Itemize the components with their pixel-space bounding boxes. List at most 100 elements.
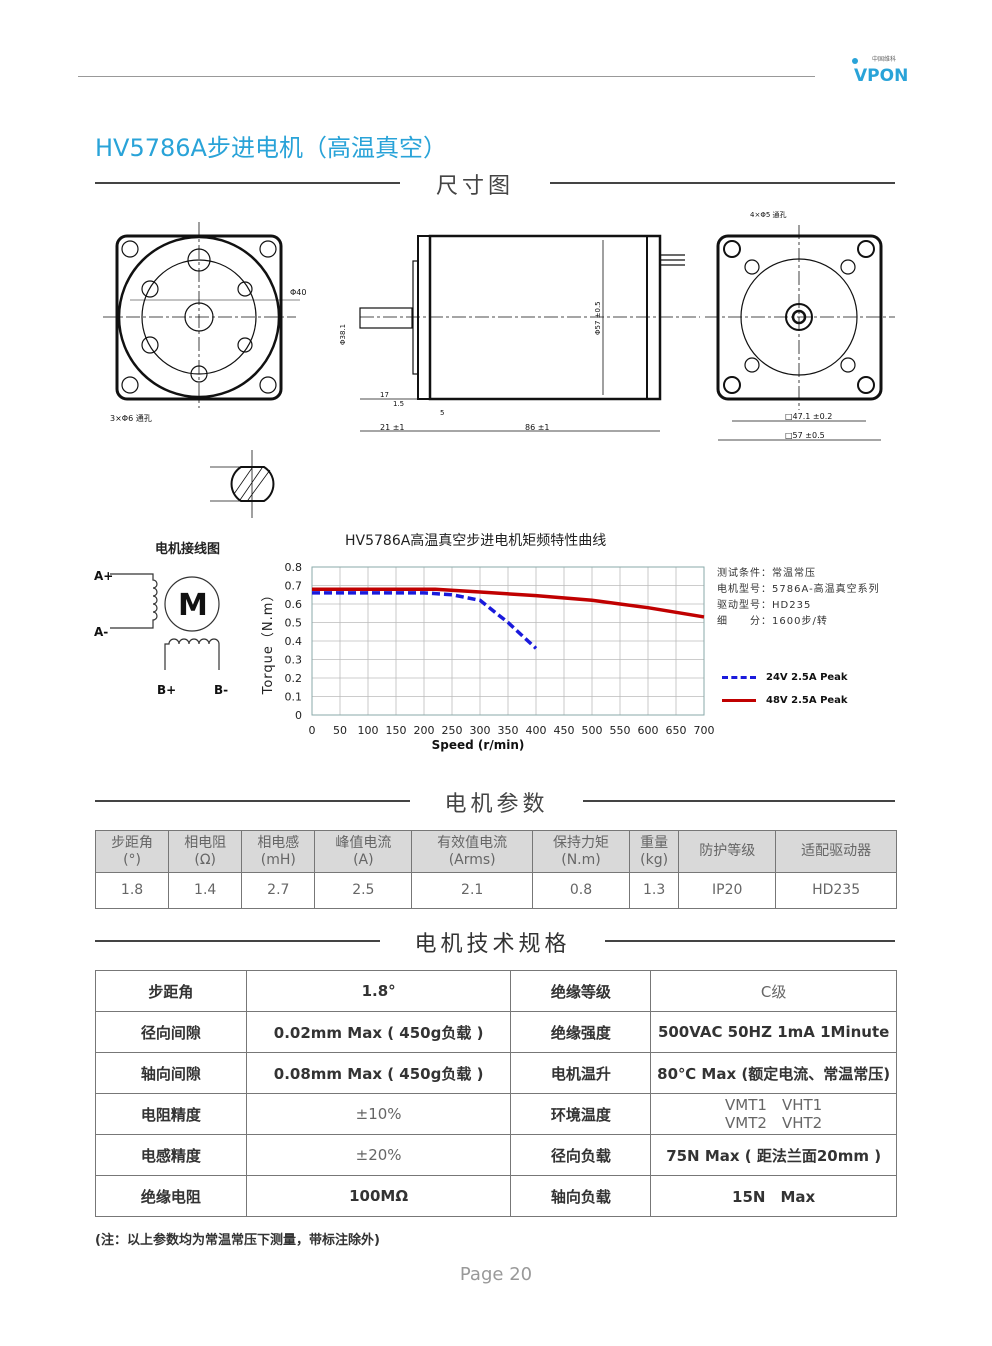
svg-text:17: 17 xyxy=(380,391,389,399)
wiring-title: 电机接线图 xyxy=(155,542,221,557)
page-number: Page 20 xyxy=(459,1264,533,1285)
table-header-cell: 峰值电流(A) xyxy=(314,830,413,873)
svg-text:B+: B+ xyxy=(157,683,176,697)
rear-view xyxy=(705,225,895,441)
table-cell: 电感精度 xyxy=(95,1134,247,1176)
table-cell: 0.8 xyxy=(532,872,630,909)
y-tick-label: 0.7 xyxy=(285,580,303,593)
section-title-specs: 电机技术规格 xyxy=(414,932,571,957)
legend-item-48v: 48V 2.5A Peak xyxy=(722,689,848,711)
table-cell: 1.4 xyxy=(168,872,243,909)
y-tick-label: 0.5 xyxy=(285,617,303,630)
table-cell: 0.02mm Max ( 450g负载 ) xyxy=(245,1011,512,1053)
legend-swatch xyxy=(722,675,756,679)
header-label: 适配驱动器 xyxy=(801,843,872,859)
svg-text:VPON: VPON xyxy=(854,66,908,86)
table-cell: 15N Max xyxy=(650,1175,897,1217)
divider xyxy=(95,940,380,942)
table-header-cell: 步距角(°) xyxy=(94,830,170,873)
table-header-row: 步距角(°)相电阻(Ω)相电感(mH)峰值电流(A)有效值电流(Arms)保持力… xyxy=(94,830,897,873)
table-cell: 轴向间隙 xyxy=(95,1052,247,1094)
x-tick-label: 100 xyxy=(358,724,379,737)
footnote: (注：以上参数均为常温常压下测量，带标注除外) xyxy=(95,1233,380,1248)
header-label: 防护等级 xyxy=(699,843,756,859)
table-cell: 步距角 xyxy=(95,970,247,1012)
x-tick-label: 700 xyxy=(694,724,715,737)
divider xyxy=(583,800,895,802)
dimension-drawing: Φ40 3×Φ6 通孔 17 1.5 5 21 ±1 86 ±1 Φ57 ±0.… xyxy=(103,210,895,518)
x-tick-label: 0 xyxy=(309,724,316,737)
header-unit: (A) xyxy=(353,851,374,868)
x-tick-label: 450 xyxy=(554,724,575,737)
x-tick-label: 350 xyxy=(498,724,519,737)
legend-label: 48V 2.5A Peak xyxy=(766,694,848,706)
svg-text:□57 ±0.5: □57 ±0.5 xyxy=(785,431,825,440)
svg-text:3×Φ6 通孔: 3×Φ6 通孔 xyxy=(110,413,152,423)
series-line-24v xyxy=(312,591,538,650)
legend-item-24v: 24V 2.5A Peak xyxy=(722,666,848,688)
svg-text:Φ38.1: Φ38.1 xyxy=(339,324,347,345)
table-cell: 径向间隙 xyxy=(95,1011,247,1053)
table-cell: 径向负载 xyxy=(510,1134,652,1176)
chart-notes: 测试条件：常温常压 电机型号：5786A-高温真空系列 驱动型号：HD235 细… xyxy=(717,566,880,630)
divider xyxy=(550,182,895,184)
x-axis-label: Speed (r/min) xyxy=(432,738,525,752)
note-test-condition: 测试条件：常温常压 xyxy=(717,568,816,579)
svg-text:5: 5 xyxy=(440,409,444,417)
table-header-cell: 适配驱动器 xyxy=(775,830,897,873)
header-unit: (N.m) xyxy=(561,851,601,868)
chart-title: HV5786A高温真空步进电机矩频特性曲线 xyxy=(345,533,607,549)
section-title-params: 电机参数 xyxy=(444,792,549,817)
svg-text:4×Φ5 通孔: 4×Φ5 通孔 xyxy=(750,210,787,219)
table-cell: 2.7 xyxy=(241,872,316,909)
x-tick-label: 600 xyxy=(638,724,659,737)
table-cell: 1.3 xyxy=(628,872,680,909)
chart-legend: 24V 2.5A Peak 48V 2.5A Peak xyxy=(722,666,848,711)
table-cell: HD235 xyxy=(775,872,897,909)
header-rule xyxy=(78,76,815,77)
table-cell: ±10% xyxy=(245,1093,512,1135)
table-cell: 100MΩ xyxy=(245,1175,512,1217)
table-cell: 环境温度 xyxy=(510,1093,652,1135)
header-label: 重量 xyxy=(640,834,669,851)
plot-area xyxy=(311,566,705,716)
table-header-cell: 防护等级 xyxy=(678,830,777,873)
header-label: 步距角 xyxy=(111,834,154,851)
side-view xyxy=(359,234,700,432)
front-view xyxy=(103,222,300,408)
logo: VPON 中国维科 xyxy=(850,50,920,86)
svg-text:1.5: 1.5 xyxy=(393,400,404,408)
y-tick-label: 0.1 xyxy=(285,691,303,704)
y-tick-label: 0.3 xyxy=(285,654,303,667)
svg-text:21 ±1: 21 ±1 xyxy=(380,423,405,432)
legend-swatch xyxy=(722,698,756,702)
logo-icon: VPON 中国维科 xyxy=(852,55,908,86)
divider xyxy=(95,800,410,802)
svg-text:□47.1 ±0.2: □47.1 ±0.2 xyxy=(785,412,832,421)
divider xyxy=(95,182,400,184)
table-cell: 80℃ Max (额定电流、常温常压) xyxy=(650,1052,897,1094)
header-label: 保持力矩 xyxy=(552,834,609,851)
wiring-diagram: M A+ A- B+ B- xyxy=(94,569,228,697)
y-tick-label: 0.2 xyxy=(285,672,303,685)
note-microstep: 细 分：1600步/转 xyxy=(717,616,828,627)
table-cell: 轴向负载 xyxy=(510,1175,652,1217)
table-cell: 500VAC 50HZ 1mA 1Minute xyxy=(650,1011,897,1053)
x-tick-label: 500 xyxy=(582,724,603,737)
table-header-cell: 保持力矩(N.m) xyxy=(532,830,630,873)
table-cell: 绝缘等级 xyxy=(510,970,652,1012)
params-table: 步距角(°)相电阻(Ω)相电感(mH)峰值电流(A)有效值电流(Arms)保持力… xyxy=(94,830,897,909)
header-unit: (kg) xyxy=(640,851,669,868)
header-unit: (Ω) xyxy=(194,851,216,868)
table-cell: 75N Max ( 距法兰面20mm ) xyxy=(650,1134,897,1176)
shaft-section xyxy=(210,450,275,518)
header-unit: (mH) xyxy=(260,851,296,868)
x-tick-label: 650 xyxy=(666,724,687,737)
legend-label: 24V 2.5A Peak xyxy=(766,671,848,683)
header-unit: (°) xyxy=(123,851,142,868)
y-tick-label: 0.4 xyxy=(285,635,303,648)
x-tick-label: 300 xyxy=(470,724,491,737)
